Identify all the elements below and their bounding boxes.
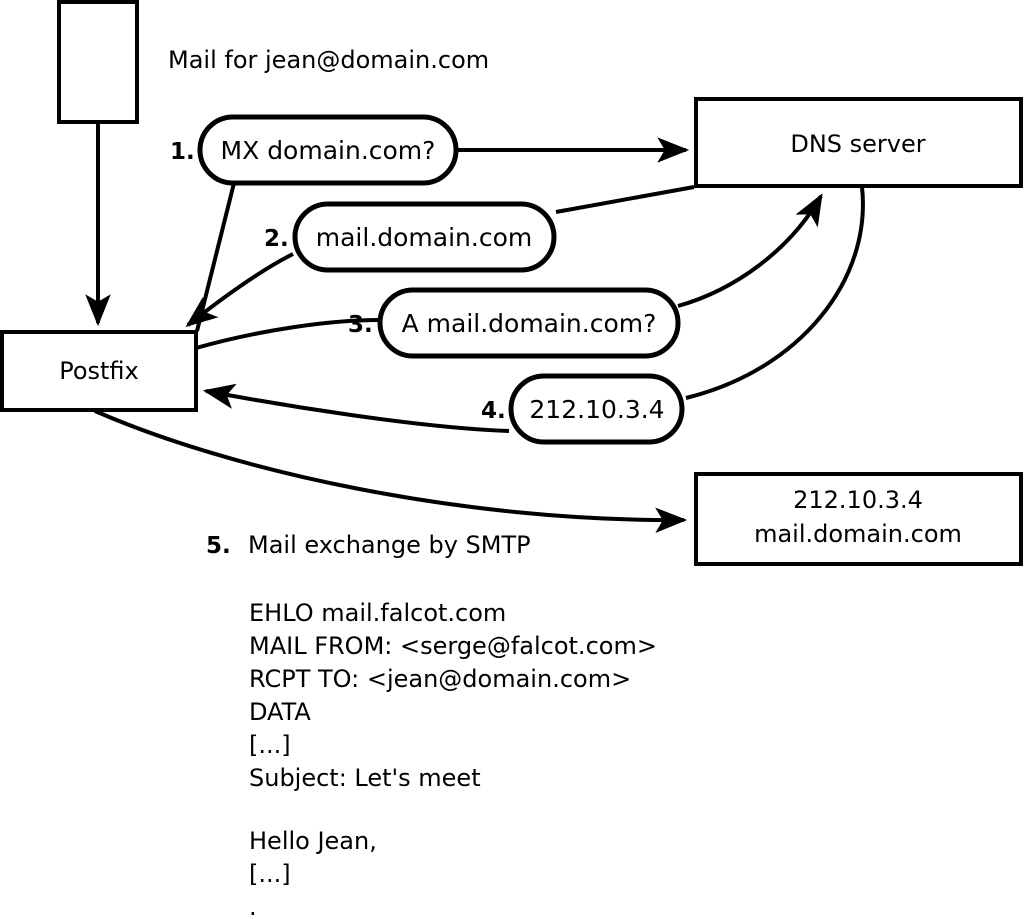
node-mailserver-label-ip: 212.10.3.4 — [793, 486, 923, 514]
edge-postfix-to-mailserver — [94, 409, 688, 534]
edge-dns-to-step2 — [555, 185, 695, 214]
node-dns-box — [694, 97, 1023, 188]
edge-step2-to-postfix — [185, 252, 294, 327]
step-3-label: A mail.domain.com? — [402, 309, 657, 338]
smtp-line-9: . — [249, 893, 257, 919]
step-5-label: Mail exchange by SMTP — [248, 531, 531, 559]
edge-step1-tail-to-postfix — [195, 182, 236, 332]
step-bubble-4: 4. 212.10.3.4 — [481, 373, 685, 445]
step-5-number: 5. — [206, 533, 231, 559]
smtp-line-0: EHLO mail.falcot.com — [249, 599, 506, 627]
smtp-line-2: RCPT TO: <jean@domain.com> — [249, 665, 631, 693]
step-bubble-3: 3. A mail.domain.com? — [348, 287, 681, 359]
node-postfix-box — [0, 330, 198, 412]
step-1-number: 1. — [170, 139, 195, 165]
node-client-box — [57, 0, 139, 124]
diagram-title-text: Mail for jean@domain.com — [168, 46, 489, 74]
step-2-label: mail.domain.com — [316, 223, 532, 252]
smtp-line-7: Hello Jean, — [249, 827, 377, 855]
step-1-bubble-shape — [197, 114, 459, 186]
smtp-line-8: [...] — [249, 860, 291, 888]
smtp-line-1: MAIL FROM: <serge@falcot.com> — [249, 632, 657, 660]
step-4-bubble-shape — [508, 373, 685, 445]
step-1-label: MX domain.com? — [221, 136, 436, 165]
step-4-label: 212.10.3.4 — [529, 395, 664, 424]
step-2-bubble-shape — [292, 201, 557, 273]
node-dns-label: DNS server — [790, 130, 925, 158]
smtp-line-5: Subject: Let's meet — [249, 764, 481, 792]
node-mailserver-label-host: mail.domain.com — [754, 520, 962, 548]
step-bubble-1: 1. MX domain.com? — [170, 114, 459, 186]
step-2-number: 2. — [264, 226, 289, 252]
edge-step4-to-postfix — [202, 383, 510, 433]
edge-dns-to-step4 — [685, 186, 865, 400]
smtp-transcript: EHLO mail.falcot.com MAIL FROM: <serge@f… — [249, 599, 657, 919]
edge-step3-to-dns — [677, 193, 823, 308]
edge-postfix-to-step3 — [195, 318, 379, 350]
step-3-bubble-shape — [377, 287, 681, 359]
smtp-line-3: DATA — [249, 698, 311, 726]
step-4-number: 4. — [481, 398, 506, 424]
node-mailserver-box — [694, 472, 1023, 566]
smtp-line-4: [...] — [249, 731, 291, 759]
step-3-number: 3. — [348, 312, 373, 338]
node-postfix-label: Postfix — [59, 357, 139, 385]
step-bubble-2: 2. mail.domain.com — [264, 201, 557, 273]
